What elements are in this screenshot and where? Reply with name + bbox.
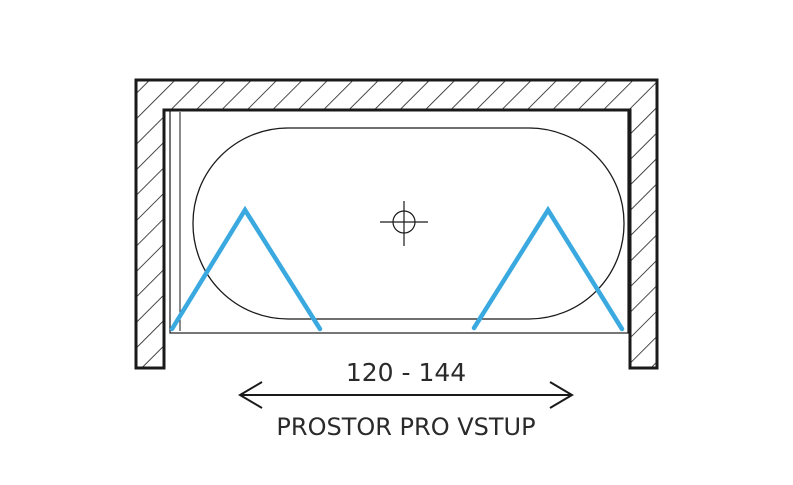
left-folding-door	[169, 205, 323, 332]
double-headed-arrow-icon	[238, 381, 574, 409]
left-door-panels	[169, 205, 323, 332]
bathtub	[169, 109, 629, 334]
bathtub-rim	[169, 109, 629, 334]
entry-space-caption: PROSTOR PRO VSTUP	[276, 413, 535, 441]
wall	[134, 78, 659, 370]
right-folding-door	[471, 205, 625, 332]
right-door-panels	[471, 205, 625, 332]
wall-hatched-section	[134, 78, 659, 370]
crosshair-drain-icon	[380, 201, 428, 246]
bathtub-basin	[192, 127, 625, 320]
dimension-label: 120 - 144	[346, 358, 466, 387]
